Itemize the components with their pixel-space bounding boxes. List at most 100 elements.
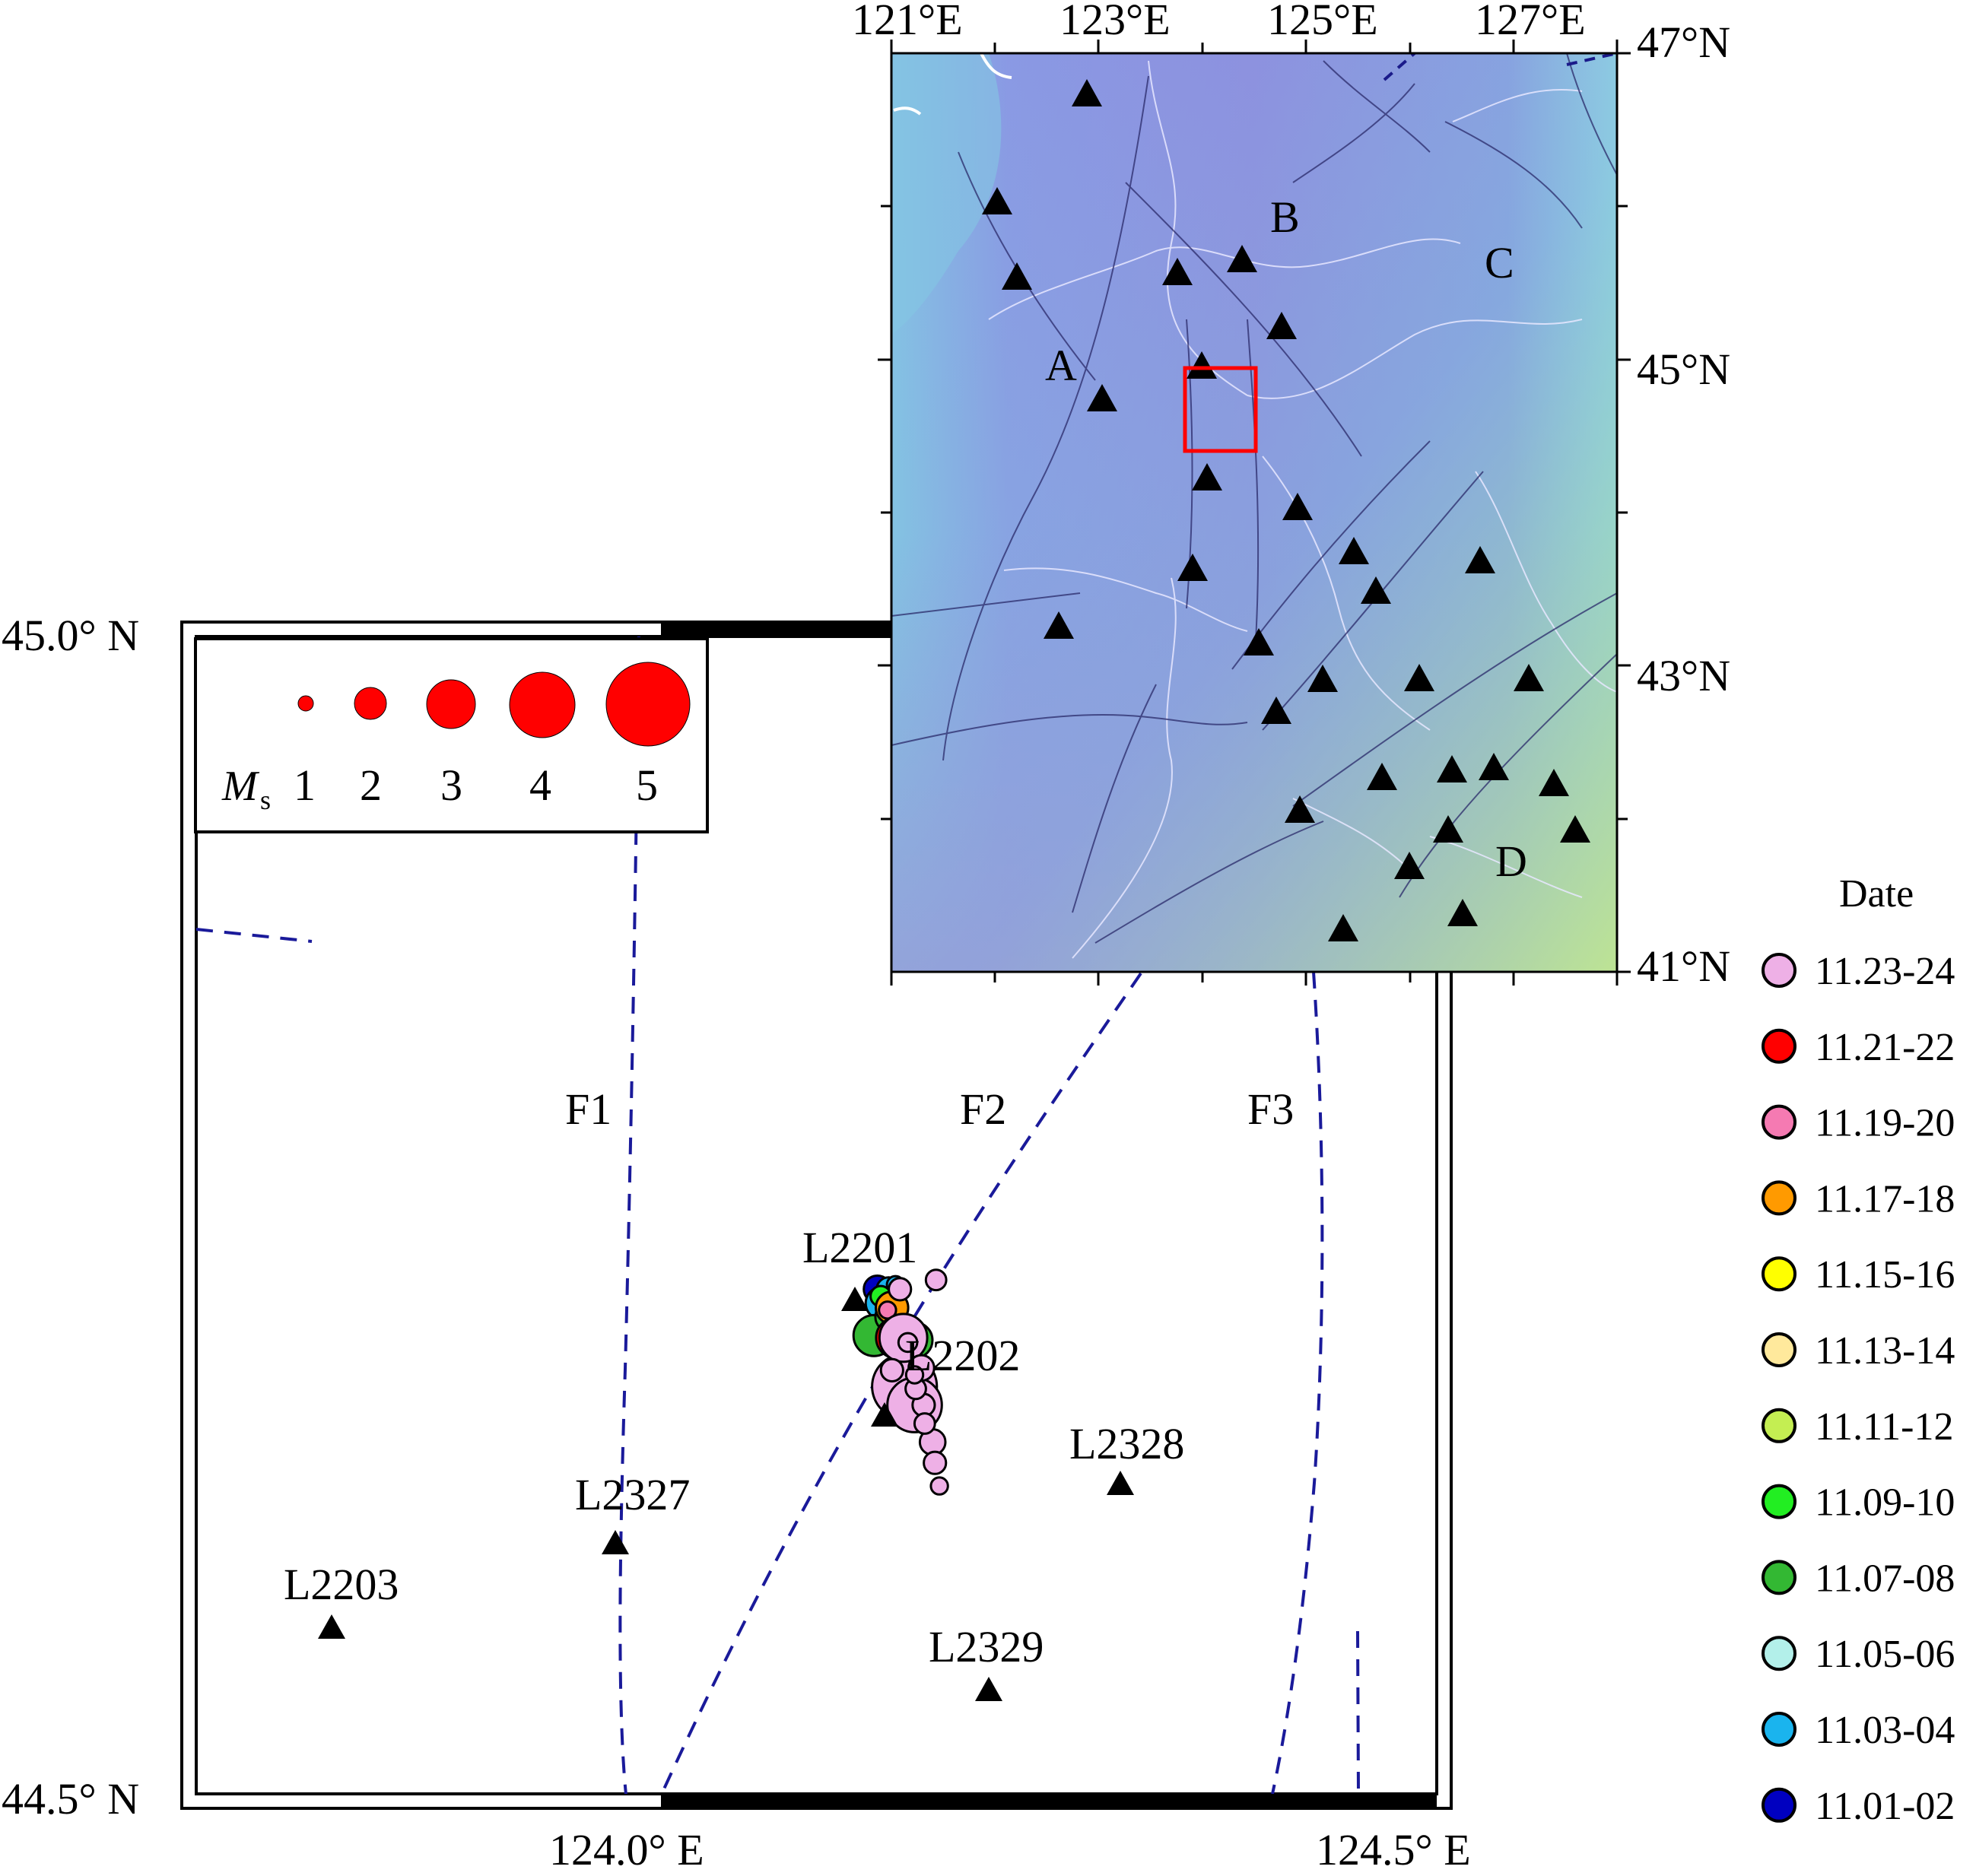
magnitude-subscript: s — [260, 785, 271, 815]
date-legend-title: Date — [1839, 872, 1914, 916]
inset-lat-label-41: 41°N — [1637, 941, 1730, 991]
magnitude-symbol: M — [221, 763, 260, 810]
fault-f1 — [618, 636, 640, 1794]
zone-label-d: D — [1495, 836, 1527, 886]
event-symbols — [852, 1268, 949, 1496]
earthquake-event — [924, 1268, 948, 1292]
inset-ticks — [878, 40, 1631, 986]
inset-station-icon — [1447, 899, 1478, 926]
inset-station-icon — [982, 187, 1012, 214]
magnitude-legend: M s 1 2 3 4 5 — [194, 637, 709, 833]
inset-station-icon — [1539, 769, 1569, 796]
date-legend-symbol — [1762, 1636, 1797, 1671]
main-lat-label-44-5: 44.5° N — [2, 1774, 139, 1824]
inset-terrain-west-hills — [891, 53, 1002, 335]
inset-station-icon — [1514, 664, 1544, 691]
inset-lat-label-43: 43°N — [1637, 651, 1730, 700]
date-legend-symbol — [1762, 1560, 1797, 1595]
inset-lon-label-123: 123°E — [1059, 0, 1171, 44]
main-lon-label-124-0: 124.0° E — [549, 1825, 704, 1874]
inset-station-icon — [1285, 795, 1315, 823]
station-label-l2327: L2327 — [575, 1470, 690, 1519]
inset-station-icon — [1328, 914, 1358, 941]
fault-label-f1: F1 — [565, 1084, 612, 1134]
earthquake-event — [888, 1277, 913, 1302]
inset-lon-label-127: 127°E — [1475, 0, 1586, 44]
inset-station-icon — [1192, 463, 1222, 490]
earthquake-event — [904, 1365, 925, 1385]
date-legend-symbol — [1762, 1787, 1797, 1823]
inset-station-icon — [1044, 611, 1074, 639]
date-legend-label: 11.05-06 — [1815, 1633, 1955, 1676]
inset-station-icon — [1162, 258, 1193, 285]
inset-station-icon — [1002, 262, 1032, 290]
inset-station-icon — [1307, 665, 1338, 692]
inset-lat-label-45: 45°N — [1637, 344, 1730, 394]
inset-station-icon — [1394, 852, 1425, 879]
date-legend-symbol — [1762, 1484, 1797, 1519]
earthquake-event — [923, 1450, 948, 1475]
magnitude-value-4: 4 — [529, 760, 551, 810]
date-legend-symbol — [1762, 1104, 1797, 1140]
magnitude-value-3: 3 — [440, 760, 462, 810]
station-l2327-icon — [602, 1530, 629, 1554]
inset-terrain-highland — [891, 53, 1617, 972]
main-lat-label-45-0: 45.0° N — [2, 611, 139, 660]
date-legend: Date 11.23-24 11.21-22 11.19-20 11.17-18 11.… — [1762, 872, 1955, 1828]
date-legend-label: 11.17-18 — [1815, 1177, 1955, 1221]
inset-station-icon — [1404, 664, 1434, 691]
date-legend-symbol — [1762, 1256, 1797, 1292]
inset-boundary-dashed-ne2 — [1566, 53, 1617, 66]
magnitude-5-symbol — [605, 662, 691, 747]
inset-station-icon — [1437, 755, 1467, 782]
fault-label-f3: F3 — [1247, 1084, 1294, 1134]
inset-station-icon — [1361, 576, 1391, 604]
earthquake-event — [913, 1412, 936, 1435]
date-legend-label: 11.23-24 — [1815, 950, 1955, 993]
inset-lat-label-47: 47°N — [1637, 17, 1730, 67]
date-legend-label: 11.21-22 — [1815, 1026, 1955, 1069]
inset-station-icon — [1177, 554, 1208, 581]
station-l2328-icon — [1107, 1471, 1134, 1495]
main-lon-label-124-5: 124.5° E — [1316, 1825, 1471, 1874]
date-legend-label: 11.03-04 — [1815, 1709, 1955, 1752]
earthquake-event — [879, 1357, 904, 1383]
station-l2329-icon — [975, 1677, 1002, 1701]
inset-station-icon — [1072, 79, 1102, 106]
inset-station-icon — [1479, 753, 1509, 780]
magnitude-4-symbol — [509, 671, 576, 738]
fault-small-west — [196, 928, 313, 943]
inset-rivers — [988, 60, 1617, 959]
earthquake-event — [897, 1332, 919, 1354]
station-label-l2202: L2202 — [905, 1331, 1020, 1380]
inset-boundary-dashed-ne — [1383, 53, 1416, 81]
magnitude-1-symbol — [297, 695, 314, 712]
date-legend-label: 11.07-08 — [1815, 1557, 1955, 1600]
date-legend-label: 11.19-20 — [1815, 1102, 1955, 1145]
inset-station-icon — [1560, 815, 1590, 843]
inset-stations — [982, 79, 1590, 941]
main-map: F1 F2 F3 L2201 L2202 L2203 L2327 L2328 L… — [2, 611, 1471, 1874]
date-legend-label: 11.11-12 — [1815, 1405, 1953, 1449]
station-label-l2203: L2203 — [284, 1560, 399, 1609]
magnitude-value-5: 5 — [636, 760, 658, 810]
station-label-l2201: L2201 — [802, 1223, 917, 1272]
station-l2203-icon — [318, 1614, 345, 1639]
zone-label-c: C — [1485, 238, 1514, 287]
date-legend-label: 11.09-10 — [1815, 1481, 1955, 1525]
inset-station-icon — [1367, 763, 1397, 790]
inset-station-icon — [1282, 493, 1313, 520]
fault-label-f2: F2 — [960, 1084, 1006, 1134]
inset-station-icon — [1261, 697, 1291, 724]
inset-station-icon — [1433, 815, 1463, 843]
date-legend-symbol — [1762, 1712, 1797, 1747]
zone-label-b: B — [1270, 192, 1300, 242]
date-legend-label: 11.15-16 — [1815, 1253, 1955, 1297]
station-label-l2329: L2329 — [929, 1622, 1044, 1671]
inset-station-icon — [1227, 245, 1257, 272]
study-area-box — [1183, 366, 1258, 453]
date-legend-symbol — [1762, 1408, 1797, 1443]
inset-station-icon — [1266, 312, 1297, 339]
magnitude-value-1: 1 — [294, 760, 316, 810]
